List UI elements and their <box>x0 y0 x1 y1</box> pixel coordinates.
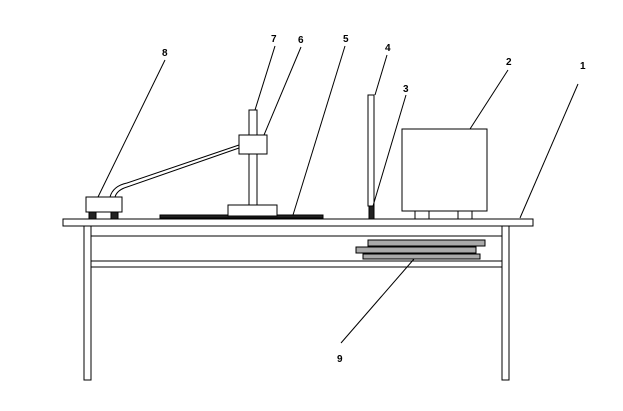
leader-9 <box>340 258 415 344</box>
stand-column <box>248 109 258 206</box>
leader-6 <box>263 46 302 136</box>
leader-8 <box>97 59 166 198</box>
plate-bottom <box>362 253 481 260</box>
stacked-plates <box>355 239 486 260</box>
callout-labels: 1 2 3 4 5 6 7 8 9 <box>162 34 586 365</box>
cable-inner <box>114 147 240 198</box>
plate-top <box>367 239 486 247</box>
table-top <box>62 218 534 227</box>
table <box>62 218 534 381</box>
leader-5 <box>292 45 346 216</box>
callout-7: 7 <box>271 34 277 45</box>
callout-4: 4 <box>385 43 391 54</box>
callout-1: 1 <box>580 61 586 72</box>
leader-7 <box>254 45 276 111</box>
left-unit-foot-left <box>88 211 97 220</box>
leader-1 <box>519 83 579 219</box>
stand-base <box>227 204 278 217</box>
box-body <box>401 128 488 212</box>
left-unit-body <box>85 196 123 213</box>
callout-9: 9 <box>337 354 343 365</box>
leader-2 <box>469 69 509 130</box>
leader-lines <box>97 45 579 344</box>
leader-3 <box>372 94 407 207</box>
leader-4 <box>374 54 388 96</box>
stand <box>227 109 278 217</box>
table-apron <box>90 225 503 237</box>
left-unit <box>85 144 240 220</box>
plate-middle <box>355 246 477 254</box>
table-shelf <box>90 260 503 268</box>
callout-5: 5 <box>343 34 349 45</box>
box-unit <box>401 128 488 220</box>
stand-head <box>238 134 268 155</box>
table-leg-left <box>83 225 92 381</box>
table-leg-right <box>501 225 510 381</box>
left-unit-foot-right <box>110 211 119 220</box>
vertical-panel <box>367 94 375 207</box>
panel-base <box>368 205 375 220</box>
callout-6: 6 <box>298 35 304 46</box>
callout-2: 2 <box>506 57 512 68</box>
callout-8: 8 <box>162 48 168 59</box>
callout-3: 3 <box>403 84 409 95</box>
box-foot-right <box>457 210 473 220</box>
box-foot-left <box>414 210 430 220</box>
cable <box>109 144 240 198</box>
